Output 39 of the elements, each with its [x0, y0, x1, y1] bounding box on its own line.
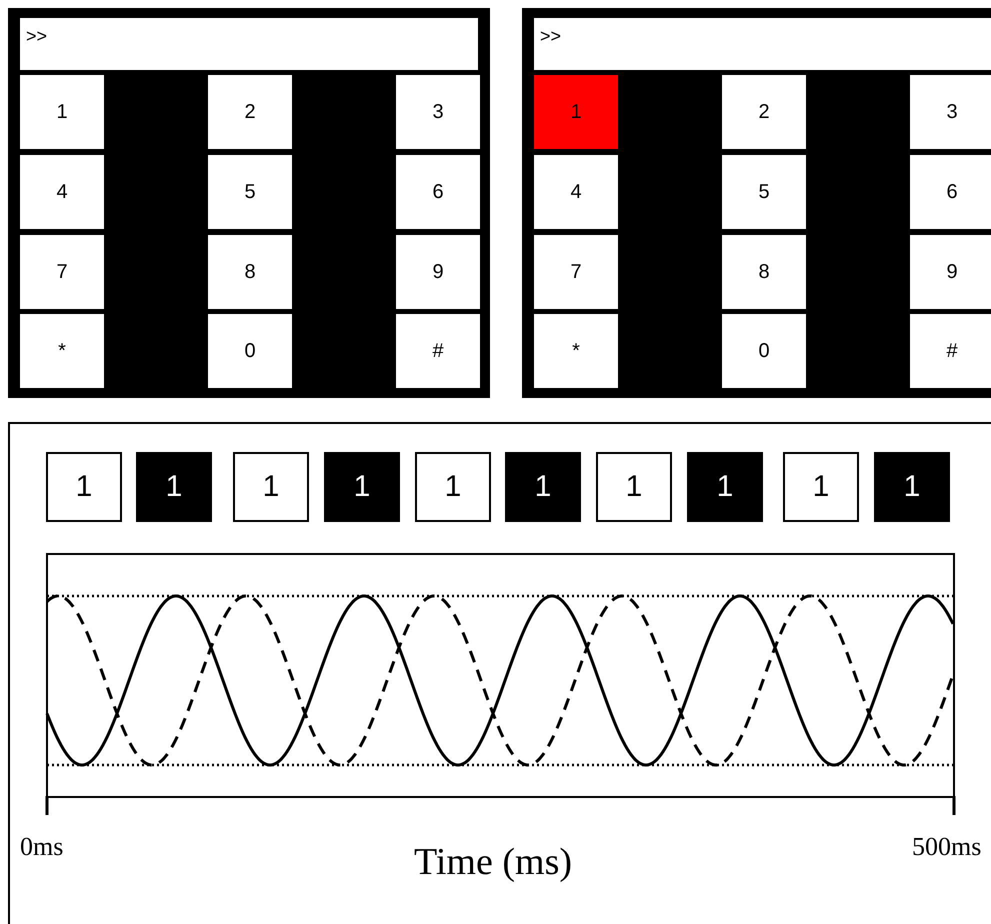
tick-label: 500ms [912, 832, 982, 862]
keypad-key: 6 [396, 155, 480, 229]
keypad-key: 5 [722, 155, 806, 229]
keypad-key: # [910, 314, 991, 388]
inverted-digit-card: 1 [505, 452, 581, 522]
keypad-key: # [396, 314, 480, 388]
keypad-key: * [20, 314, 104, 388]
inverted-digit-card: 1 [874, 452, 950, 522]
keypad-key: 5 [208, 155, 292, 229]
keypad-key: 9 [396, 235, 480, 309]
keypad-key: 3 [910, 75, 991, 149]
digit-card: 1 [46, 452, 122, 522]
inverted-digit-card: 1 [136, 452, 212, 522]
digit-card: 1 [783, 452, 859, 522]
keypad-key: 2 [208, 75, 292, 149]
keypad-key: 2 [722, 75, 806, 149]
digit-card: 1 [596, 452, 672, 522]
keypad-key: 6 [910, 155, 991, 229]
keypad-key: 0 [722, 314, 806, 388]
display-field: >> [534, 18, 991, 70]
keypad-key: 3 [396, 75, 480, 149]
keypad-key: 7 [20, 235, 104, 309]
display-field: >> [20, 18, 478, 70]
axis-title: Time (ms) [414, 840, 572, 884]
keypad-key: 4 [534, 155, 618, 229]
tick-label: 0ms [20, 832, 64, 862]
inverted-digit-card: 1 [324, 452, 400, 522]
keypad-key: 0 [208, 314, 292, 388]
digit-card: 1 [415, 452, 491, 522]
keypad-key: 1 [20, 75, 104, 149]
keypad-key: * [534, 314, 618, 388]
keypad-key: 1 [534, 75, 618, 149]
keypad-key: 9 [910, 235, 991, 309]
inverted-digit-card: 1 [687, 452, 763, 522]
keypad-key: 4 [20, 155, 104, 229]
keypad-key: 7 [534, 235, 618, 309]
keypad-key: 8 [208, 235, 292, 309]
digit-card: 1 [233, 452, 309, 522]
keypad-key: 8 [722, 235, 806, 309]
